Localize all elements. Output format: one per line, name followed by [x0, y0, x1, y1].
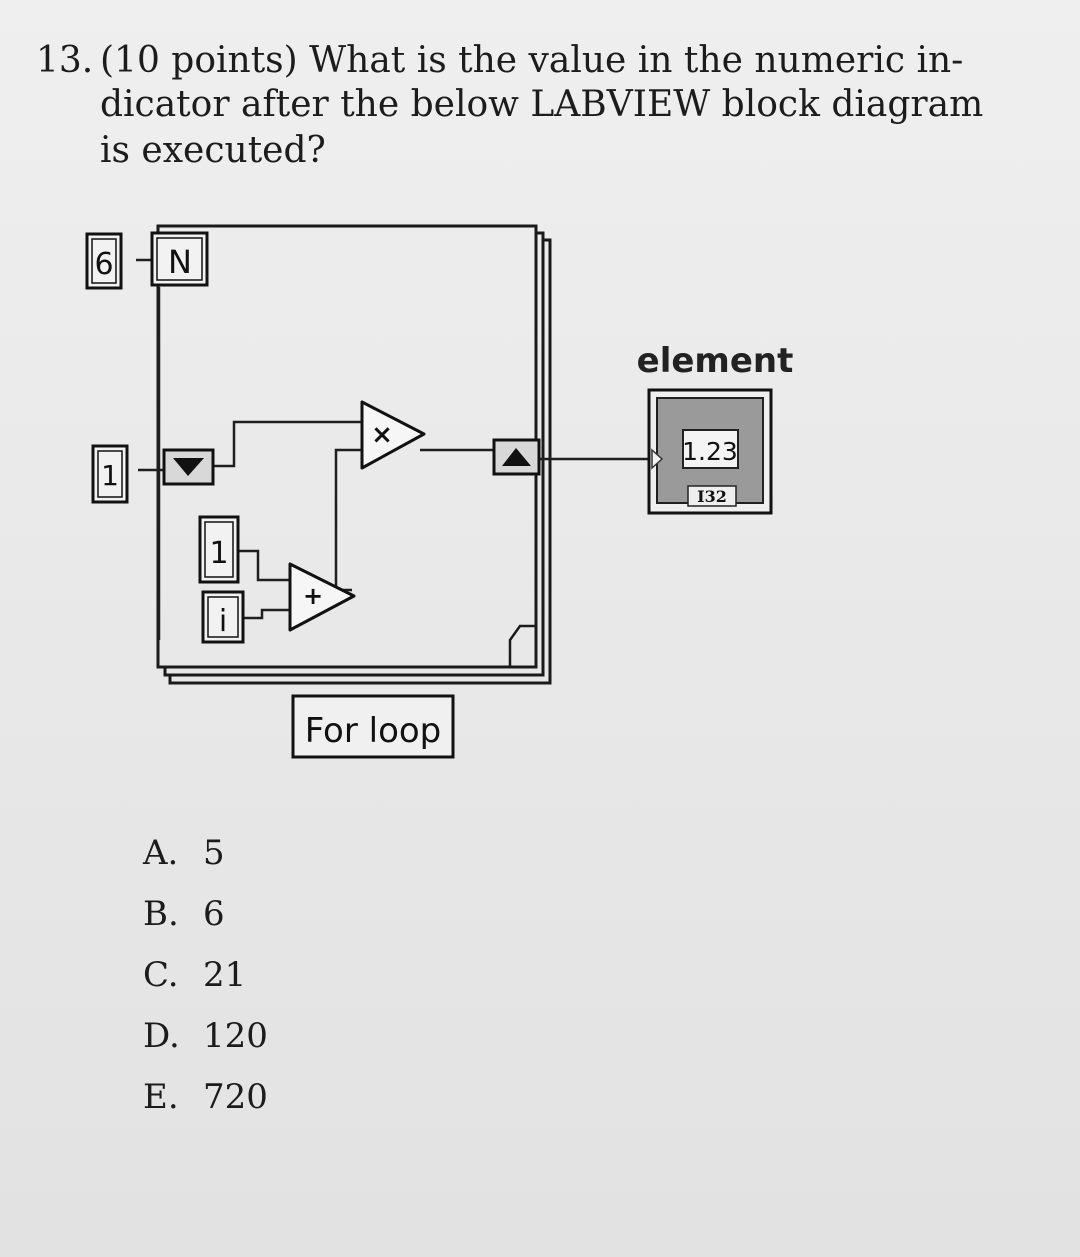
svg-text:6: 6 — [94, 247, 113, 282]
choice-d: D. 120 — [143, 1016, 268, 1056]
wires — [136, 258, 650, 640]
question-text-line-3: is executed? — [100, 130, 326, 171]
add-node: + — [288, 562, 356, 632]
choice-a: A. 5 — [143, 833, 225, 873]
choice-value: 5 — [203, 833, 225, 873]
svg-text:1: 1 — [209, 536, 228, 571]
choice-letter: A. — [143, 833, 179, 873]
loop-count-constant: 6 — [85, 232, 123, 290]
count-terminal: N — [150, 231, 209, 287]
numeric-indicator: 1.23 I32 — [647, 388, 773, 515]
initial-value-constant: 1 — [91, 444, 129, 504]
choice-letter: C. — [143, 955, 179, 995]
svg-text:×: × — [371, 420, 393, 450]
svg-text:For loop: For loop — [305, 711, 442, 751]
choice-c: C. 21 — [143, 955, 246, 995]
choice-letter: B. — [143, 894, 179, 934]
choice-letter: D. — [143, 1016, 180, 1056]
iteration-terminal: i — [201, 590, 245, 644]
choice-value: 720 — [203, 1077, 268, 1117]
svg-text:1.23: 1.23 — [682, 437, 738, 466]
svg-text:+: + — [303, 582, 323, 610]
svg-text:I32: I32 — [697, 487, 727, 506]
up-arrow-icon — [502, 448, 531, 466]
increment-constant: 1 — [198, 515, 240, 584]
multiply-node: × — [360, 400, 426, 470]
choice-b: B. 6 — [143, 894, 225, 934]
choice-value: 21 — [203, 955, 247, 995]
choice-e: E. 720 — [143, 1077, 268, 1117]
choice-letter: E. — [143, 1077, 179, 1117]
shift-register-right — [492, 438, 541, 476]
shift-register-left — [162, 448, 215, 486]
choice-value: 6 — [203, 894, 225, 934]
for-loop-label: For loop — [291, 694, 455, 759]
down-arrow-icon — [173, 458, 204, 476]
question-number: 13. — [36, 40, 94, 81]
svg-text:1: 1 — [101, 459, 119, 492]
svg-text:N: N — [168, 243, 192, 281]
choice-value: 120 — [203, 1016, 268, 1056]
labview-block-diagram: 6 N 1 1 i + × For l — [85, 224, 794, 759]
question-text-line-2: dicator after the below LABVIEW block di… — [100, 84, 984, 125]
question-text-line-1: (10 points) What is the value in the num… — [100, 40, 964, 81]
svg-text:i: i — [219, 604, 227, 639]
indicator-label: element — [637, 341, 794, 381]
